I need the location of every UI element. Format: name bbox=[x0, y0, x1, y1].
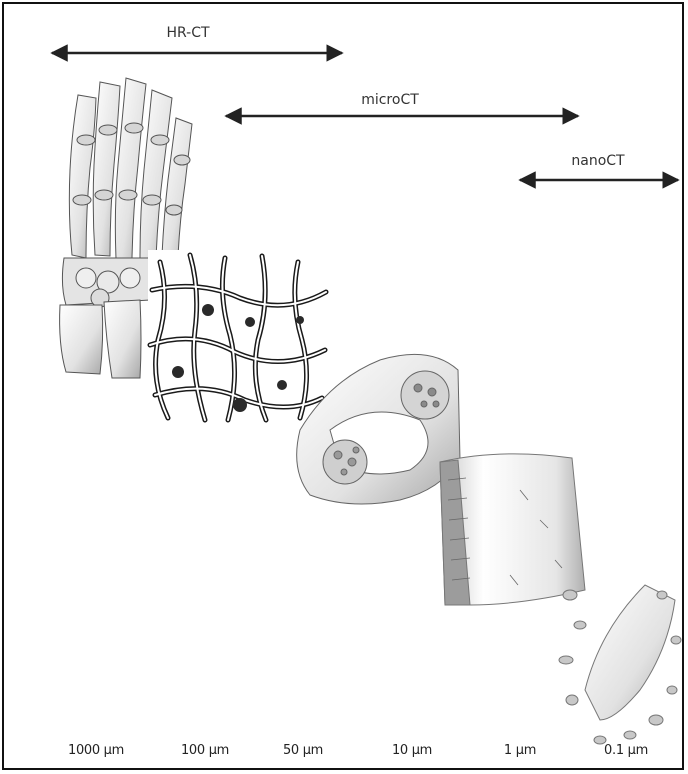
scale-label: 100 µm bbox=[181, 743, 229, 758]
range-hrct: HR-CT bbox=[52, 25, 342, 53]
scale-axis: 1000 µm 100 µm 50 µm 10 µm 1 µm 0.1 µm bbox=[68, 743, 648, 758]
scale-label: 50 µm bbox=[283, 743, 323, 758]
scale-label: 10 µm bbox=[392, 743, 432, 758]
hrct-label: HR-CT bbox=[166, 25, 210, 41]
scale-label: 1 µm bbox=[504, 743, 536, 758]
range-microct: microCT bbox=[226, 92, 578, 116]
microct-label: microCT bbox=[361, 92, 419, 108]
trabecular-bone-icon bbox=[148, 250, 328, 425]
range-nanoct: nanoCT bbox=[520, 153, 678, 180]
scale-label: 1000 µm bbox=[68, 743, 124, 758]
scale-label: 0.1 µm bbox=[604, 743, 648, 758]
nano-bone-icon bbox=[559, 585, 681, 744]
nanoct-label: nanoCT bbox=[571, 153, 625, 169]
cortical-cylinder-icon bbox=[440, 454, 585, 605]
